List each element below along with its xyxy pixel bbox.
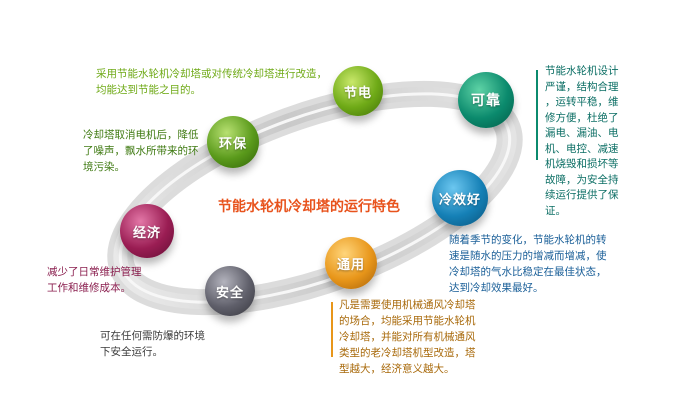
- node-lengxiaohao-label: 冷效好: [438, 192, 481, 208]
- desc-tongyong: 凡是需要使用机械通风冷却塔 的场合，均能采用节能水轮机 冷却塔，并能对所有机械通…: [339, 299, 476, 375]
- node-huanbao: 环保: [207, 116, 259, 168]
- desc-anquan: 可在任何需防爆的环境 下安全运行。: [100, 330, 205, 358]
- desc-huanbao: 冷却塔取消电机后，降低 了噪声，飘水所带来的环 境污染。: [83, 129, 199, 173]
- node-jingji-label: 经济: [132, 225, 161, 241]
- desc-jieneng: 采用节能水轮机冷却塔或对传统冷却塔进行改造， 均能达到节能之目的。: [96, 68, 327, 96]
- node-jieneng-label: 节电: [343, 85, 372, 101]
- kekao-text-bar: [536, 70, 538, 160]
- node-jingji: 经济: [120, 204, 174, 258]
- node-jieneng: 节电: [333, 66, 383, 116]
- desc-kekao: 节能水轮机设计 严谨，结构合理 ，运转平稳，维 修方便，杜绝了 漏电、漏油、电 …: [545, 65, 619, 217]
- diagram-title: 节能水轮机冷却塔的运行特色: [218, 199, 400, 215]
- node-kekao: 可靠: [458, 72, 514, 128]
- desc-jingji: 减少了日常维护管理 工作和维修成本。: [47, 266, 142, 294]
- desc-lengxiaohao: 随着季节的变化，节能水轮机的转 速是随水的压力的增减而增减，使 冷却塔的气水比稳…: [449, 234, 607, 294]
- node-tongyong: 通用: [325, 237, 377, 289]
- node-huanbao-label: 环保: [218, 136, 247, 152]
- node-anquan: 安全: [205, 266, 255, 316]
- node-tongyong-label: 通用: [336, 257, 365, 273]
- tongyong-text-bar: [331, 302, 333, 357]
- node-kekao-label: 可靠: [471, 93, 501, 109]
- node-lengxiaohao: 冷效好: [432, 170, 488, 226]
- node-anquan-label: 安全: [215, 285, 244, 301]
